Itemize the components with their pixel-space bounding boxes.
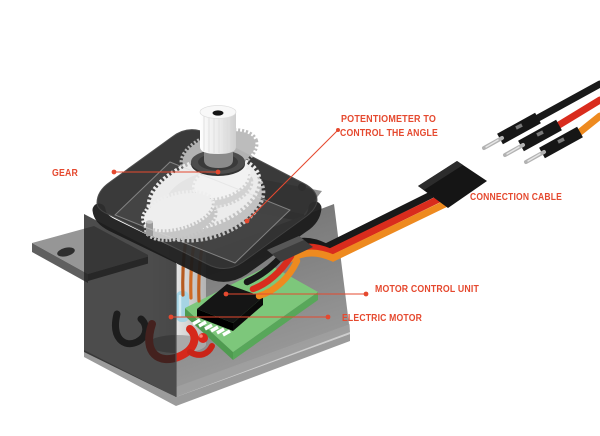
gear-post-top <box>146 220 153 224</box>
ic-side-right <box>233 297 263 331</box>
potentiometer-callout-dot-text <box>336 128 340 132</box>
header-pins <box>482 80 600 164</box>
mcu-callout-dot-end <box>363 291 369 297</box>
pin-housings <box>497 112 583 159</box>
case-left-face <box>84 214 176 397</box>
flange-left-screw-slot <box>57 247 75 257</box>
pcb-side-right <box>233 292 318 360</box>
ic-side-left <box>197 309 233 331</box>
potentiometer-label-line1: POTENTIOMETER TO <box>341 114 436 125</box>
annotations: GEAR POTENTIOMETER TO CONTROL THE ANGLE … <box>52 114 562 324</box>
electric-motor-callout-dot-end <box>325 314 331 320</box>
red-terminal <box>198 333 208 343</box>
output-shaft <box>191 105 245 176</box>
pin-wire-red <box>555 96 600 129</box>
pin-highlights <box>485 139 541 162</box>
servo-body <box>32 105 350 406</box>
red-terminal-highlight <box>199 334 203 338</box>
potentiometer-callout-dot <box>244 218 250 224</box>
interior-floor-highlight <box>176 324 350 397</box>
gear-callout-dot-end <box>215 169 221 175</box>
pin-wire-black <box>534 80 600 122</box>
spline-ridges <box>203 114 230 153</box>
connection-cable-label: CONNECTION CABLE <box>470 192 562 203</box>
potentiometer-callout-line <box>246 129 339 222</box>
flange-left-front <box>32 243 88 283</box>
cable-grommet <box>267 236 313 262</box>
secondary-gear <box>140 189 218 242</box>
pcb-wire-red <box>249 252 295 293</box>
electric-motor-callout-dot-start <box>168 314 174 320</box>
connection-cable <box>243 80 600 300</box>
ic-pins <box>192 318 231 337</box>
connector-bevel <box>418 161 463 190</box>
shaft-screw-hole <box>212 110 224 116</box>
pin-housing-notches <box>515 123 565 144</box>
gear-post <box>146 222 153 236</box>
cable-connector <box>418 161 487 208</box>
pin-wire-orange <box>576 112 600 136</box>
potentiometer-label-line2: CONTROL THE ANGLE <box>340 128 438 139</box>
connector-housing <box>418 161 487 208</box>
lid-side-band <box>92 201 322 282</box>
case-bottom-rim <box>84 334 350 406</box>
electric-motor-label: ELECTRIC MOTOR <box>342 313 422 324</box>
gear-callout-dot-start <box>111 169 117 175</box>
gear-label: GEAR <box>52 168 78 179</box>
cable-grommet-bevel <box>267 236 304 254</box>
pin-wires <box>534 80 600 136</box>
mcu-callout-dot-start <box>223 291 229 297</box>
motor-control-unit-label: MOTOR CONTROL UNIT <box>375 284 479 295</box>
internal-red-wire-2 <box>187 343 215 358</box>
gear-window-outline <box>114 161 291 264</box>
